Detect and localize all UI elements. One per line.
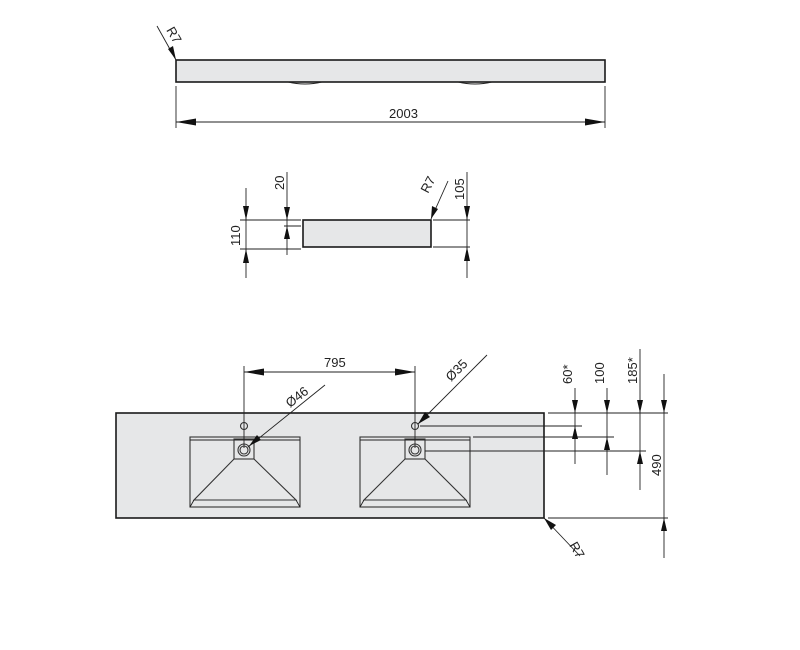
drain-leader-line xyxy=(247,384,326,448)
arrow-down-icon xyxy=(661,400,667,413)
arrow-up-icon xyxy=(572,426,578,439)
dim-60-label: 60* xyxy=(560,364,575,384)
arrow-down-icon xyxy=(572,400,578,413)
basin-left xyxy=(189,421,301,508)
basin-bump-right xyxy=(457,81,493,85)
dim-185-label: 185* xyxy=(625,357,640,384)
arrow-left-icon xyxy=(244,368,264,376)
arrow-down-icon xyxy=(243,206,249,220)
arrow-up-icon xyxy=(637,451,643,464)
arrow-down-icon xyxy=(284,207,290,220)
arrow-down-icon xyxy=(604,400,610,413)
arrow-down-icon xyxy=(637,400,643,413)
top-view: R7 2003 xyxy=(156,24,606,128)
countertop-plan xyxy=(115,412,545,519)
leader-arrow-icon xyxy=(249,435,261,446)
radius-label: R7 xyxy=(566,539,587,561)
tap-hole-diameter-label: Ø35 xyxy=(443,356,471,384)
basin-bump-left xyxy=(287,81,323,85)
left-height-label: 110 xyxy=(228,225,243,246)
countertop-front-profile xyxy=(175,59,606,83)
depth-label: 490 xyxy=(649,454,664,476)
countertop-side-profile xyxy=(302,219,432,248)
radius-arrow-icon xyxy=(431,206,438,219)
drain-diameter-label: Ø46 xyxy=(283,383,312,410)
arrow-up-icon xyxy=(284,226,290,239)
spacing-label: 795 xyxy=(324,355,346,370)
radius-arrow-icon xyxy=(544,518,556,530)
dim-100-label: 100 xyxy=(592,362,607,384)
arrow-up-icon xyxy=(243,249,249,263)
radius-label: R7 xyxy=(163,24,184,46)
arrow-left-icon xyxy=(176,118,196,126)
radius-label: R7 xyxy=(417,174,438,196)
arrow-up-icon xyxy=(661,518,667,531)
arrow-right-icon xyxy=(585,118,605,126)
arrow-up-icon xyxy=(464,247,470,261)
radius-arrow-icon xyxy=(168,46,176,60)
plan-view: 795 Ø46 Ø35 60* 100 185* 490 xyxy=(115,349,668,561)
width-label: 2003 xyxy=(389,106,418,121)
arrow-up-icon xyxy=(604,437,610,450)
arrow-down-icon xyxy=(464,206,470,220)
right-height-label: 105 xyxy=(452,178,467,200)
leader-arrow-icon xyxy=(418,412,430,424)
arrow-right-icon xyxy=(395,368,415,376)
top-thickness-label: 20 xyxy=(272,176,287,190)
side-view: 110 20 R7 105 xyxy=(228,172,470,278)
tap-leader-line xyxy=(417,354,488,425)
